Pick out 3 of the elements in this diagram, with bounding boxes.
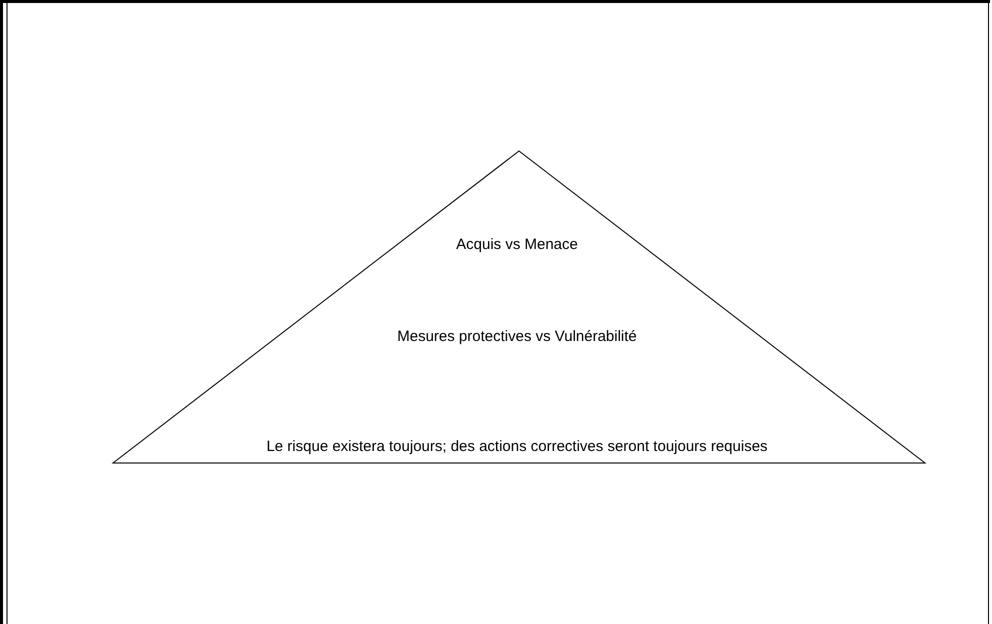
level-label: Acquis vs Menace	[456, 236, 578, 253]
base-label: Le risque existera toujours; des actions correctives seront toujours requises	[266, 438, 768, 455]
level-label: Mesures protectives vs Vulnérabilité	[397, 328, 637, 345]
